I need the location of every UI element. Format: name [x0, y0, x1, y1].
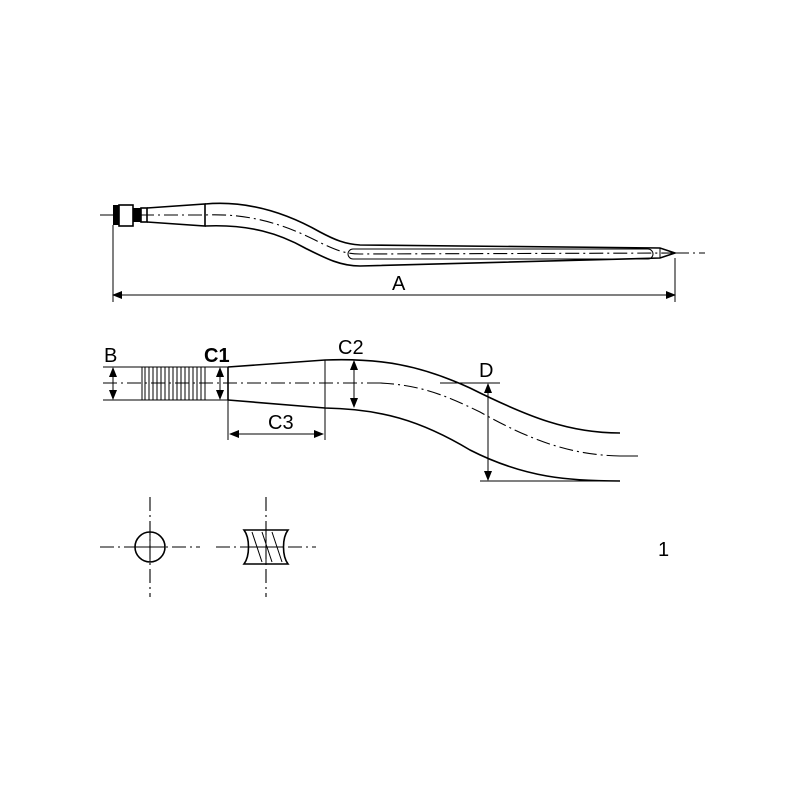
label-d: D — [479, 360, 493, 382]
nut — [118, 204, 134, 227]
tine-side-view: A — [100, 202, 705, 302]
label-a: A — [392, 273, 406, 295]
label-b: B — [104, 345, 117, 367]
label-c2: C2 — [338, 337, 364, 359]
profile-cross-section — [216, 497, 316, 597]
label-c3: C3 — [268, 412, 294, 434]
thread — [141, 366, 206, 401]
label-c1: C1 — [204, 345, 230, 367]
thread-end — [113, 205, 119, 225]
figure-number: 1 — [658, 539, 669, 561]
round-cross-section — [100, 497, 200, 597]
tine-detail-view: B C1 C2 C3 D — [103, 337, 638, 482]
